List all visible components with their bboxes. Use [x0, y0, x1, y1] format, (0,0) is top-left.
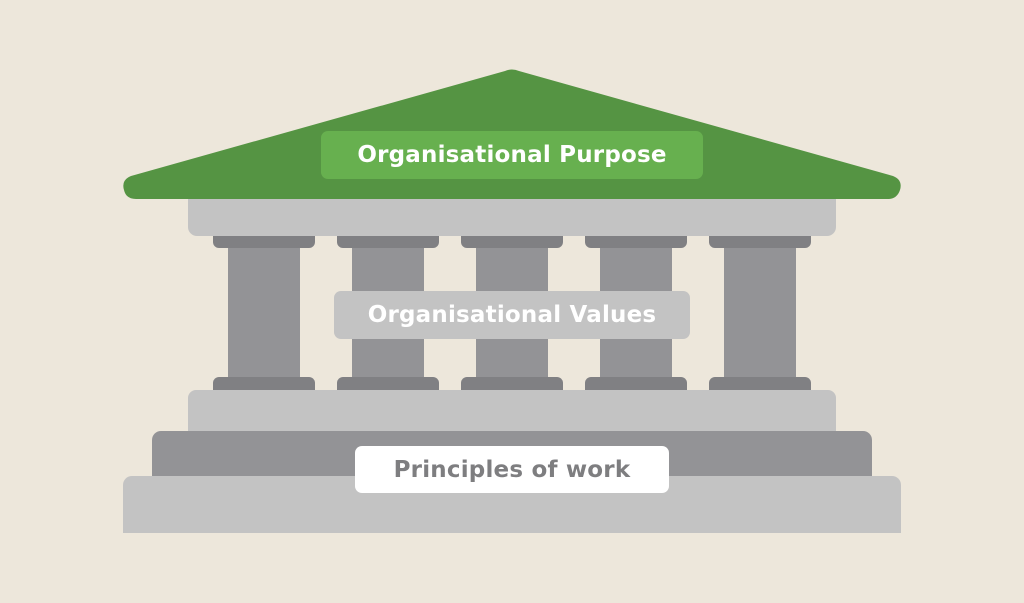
pillar-base — [709, 377, 811, 390]
pillar-capital — [213, 236, 315, 248]
foundation-step-top — [188, 390, 836, 431]
principles-label: Principles of work — [355, 446, 669, 493]
pillar — [709, 236, 811, 390]
pillar-base — [585, 377, 687, 390]
pillar-shaft — [724, 248, 796, 377]
pillar-shaft — [228, 248, 300, 377]
pillar — [213, 236, 315, 390]
values-label: Organisational Values — [334, 291, 690, 339]
pillar-capital — [585, 236, 687, 248]
pillar-base — [461, 377, 563, 390]
pillar-base — [213, 377, 315, 390]
entablature — [188, 199, 836, 236]
pillar-capital — [461, 236, 563, 248]
purpose-label: Organisational Purpose — [321, 131, 703, 179]
pillar-base — [337, 377, 439, 390]
pillar-capital — [709, 236, 811, 248]
pillar-capital — [337, 236, 439, 248]
